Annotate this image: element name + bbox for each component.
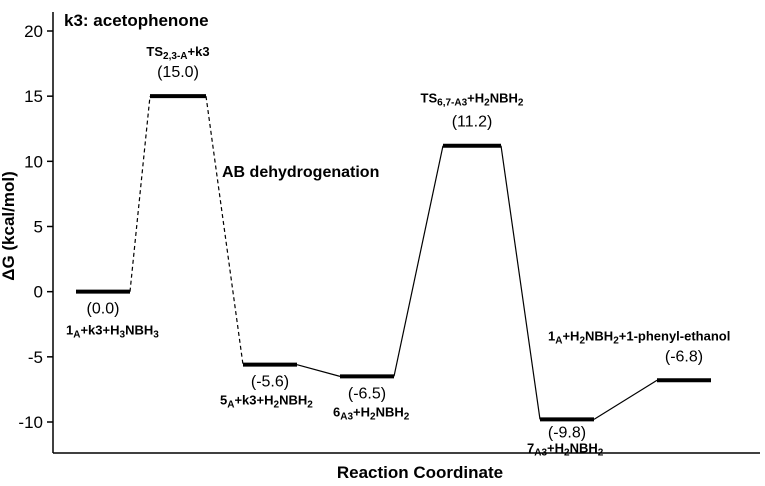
value-label-s5: (-5.6)	[251, 374, 289, 391]
y-tick-label: -10	[18, 413, 43, 432]
y-tick-label: -5	[28, 348, 43, 367]
connector-s5-s6	[296, 364, 341, 377]
connector-s1-ts1	[129, 96, 151, 292]
y-axis-title: ΔG (kcal/mol)	[0, 171, 18, 281]
y-tick-label: 0	[34, 283, 43, 302]
value-label-s7: (-9.8)	[548, 424, 586, 441]
energy-levels: (0.0) 1A+k3+H3NBH3 (15.0) TS2,3-A+k3 (-5.6) 5…	[66, 44, 730, 458]
state-label-s1: 1A+k3+H3NBH3	[66, 323, 159, 341]
chart-title: k3: acetophenone	[64, 11, 209, 30]
y-ticks: -10 -5 0 5 10 15 20	[18, 22, 53, 432]
value-label-s6: (-6.5)	[348, 385, 386, 402]
connector-ts2-s7	[500, 145, 541, 420]
y-tick-label: 15	[24, 87, 43, 106]
connections	[129, 96, 658, 420]
y-tick-label: 10	[24, 152, 43, 171]
value-label-ts2: (11.2)	[452, 114, 493, 131]
state-label-s7: 7A3+H2NBH2	[527, 440, 604, 458]
annotation-ab-dehydrogenation: AB dehydrogenation	[222, 164, 379, 181]
connector-s7-s8	[593, 379, 658, 420]
value-label-s8: (-6.8)	[665, 348, 703, 365]
state-label-s5: 5A+k3+H2NBH2	[220, 393, 313, 411]
state-label-s8: 1A+H2NBH2+1-phenyl-ethanol	[548, 328, 730, 346]
connector-s6-ts2	[393, 145, 444, 377]
x-axis-title: Reaction Coordinate	[337, 463, 503, 482]
y-tick-label: 5	[34, 218, 43, 237]
y-tick-label: 20	[24, 22, 43, 41]
state-label-ts1: TS2,3-A+k3	[146, 44, 209, 62]
state-label-s6: 6A3+H2NBH2	[333, 404, 410, 422]
state-label-ts2: TS6,7-A3+H2NBH2	[421, 91, 524, 109]
value-label-ts1: (15.0)	[157, 64, 199, 81]
value-label-s1: (0.0)	[87, 301, 120, 318]
connector-ts1-s5	[205, 96, 244, 365]
